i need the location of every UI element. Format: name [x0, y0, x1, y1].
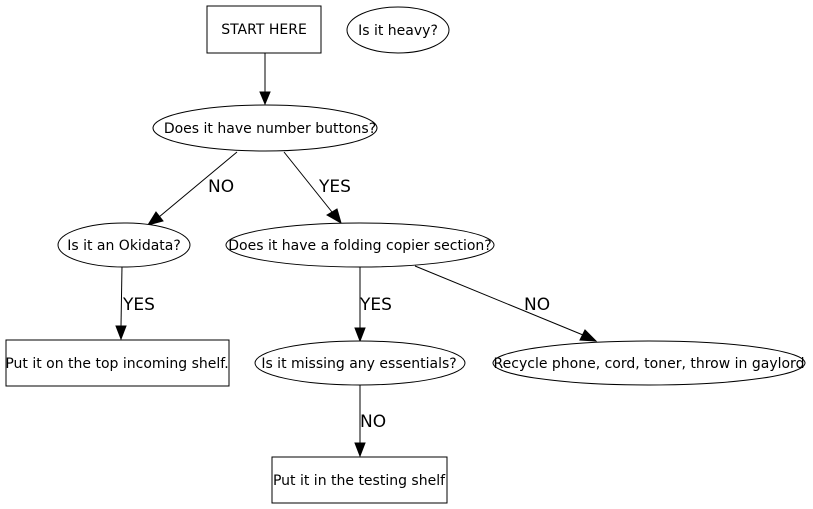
edge-okidata-yes — [115, 265, 127, 341]
node-recycle: Recycle phone, cord, toner, throw in gay… — [492, 340, 806, 386]
edge-number-buttons-yes — [283, 151, 342, 225]
arrowhead — [354, 442, 366, 458]
edge-label-yes: YES — [122, 295, 155, 315]
node-label: Put it in the testing shelf — [273, 473, 446, 489]
node-missing-essentials: Is it missing any essentials? — [254, 340, 466, 386]
node-label: Does it have number buttons? — [164, 121, 376, 137]
node-testing-shelf: Put it in the testing shelf — [271, 456, 448, 504]
edge-label-no: NO — [208, 177, 234, 197]
node-label: Does it have a folding copier section? — [228, 238, 491, 254]
arrowhead — [354, 327, 366, 343]
node-top-incoming-shelf: Put it on the top incoming shelf. — [5, 339, 230, 387]
node-label: Is it heavy? — [358, 23, 438, 39]
edge-label-yes: YES — [318, 177, 351, 197]
edge-start-to-number-buttons — [259, 53, 271, 106]
node-label: Is it missing any essentials? — [261, 356, 456, 372]
edge-label-no: NO — [524, 295, 550, 315]
arrowhead — [146, 211, 164, 226]
edge-number-buttons-no — [146, 151, 238, 226]
node-number-buttons: Does it have number buttons? — [152, 104, 378, 152]
node-start-here: START HERE — [206, 5, 322, 54]
arrowhead — [579, 329, 598, 342]
edge-folding-copier-yes — [354, 266, 366, 343]
edge-label-yes: YES — [359, 295, 392, 315]
node-label: Put it on the top incoming shelf. — [5, 356, 228, 372]
node-label: Is it an Okidata? — [67, 238, 181, 254]
edge-missing-essentials-no — [354, 385, 366, 458]
arrowhead — [115, 325, 127, 341]
node-folding-copier: Does it have a folding copier section? — [225, 222, 495, 268]
node-okidata: Is it an Okidata? — [57, 222, 191, 268]
node-label: Recycle phone, cord, toner, throw in gay… — [494, 356, 805, 372]
node-is-it-heavy: Is it heavy? — [346, 6, 450, 54]
node-label: START HERE — [221, 22, 307, 38]
edge-folding-copier-no — [414, 265, 598, 342]
arrowhead — [326, 208, 342, 225]
edge-label-no: NO — [360, 412, 386, 432]
arrowhead — [259, 91, 271, 106]
